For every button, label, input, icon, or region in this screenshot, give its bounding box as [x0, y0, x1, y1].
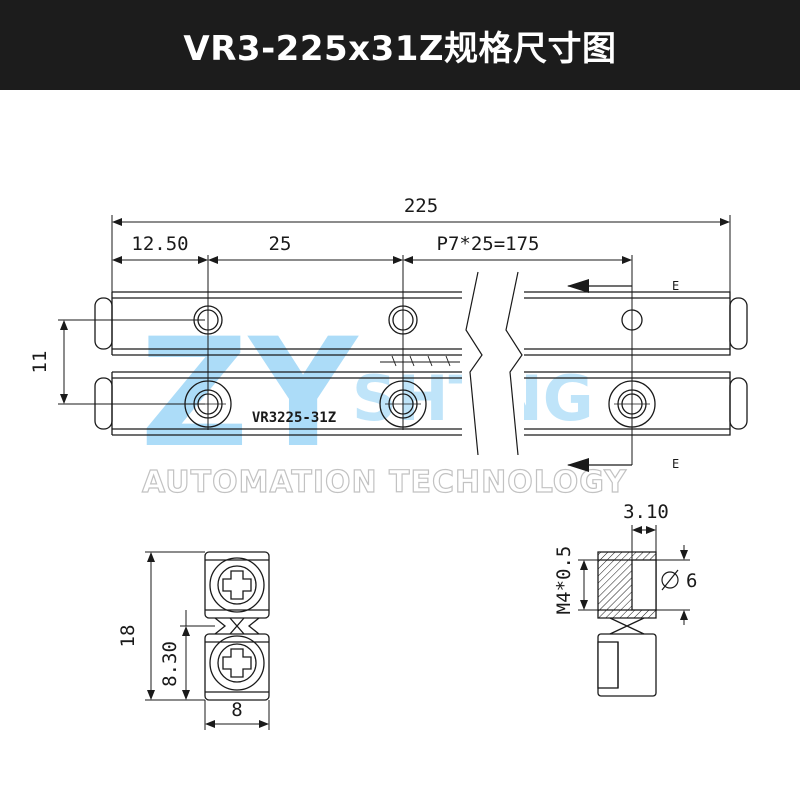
- dim-thread-depth: 3.10: [623, 501, 669, 523]
- break-lines: [462, 271, 524, 462]
- dim-bore-diameter: 6: [686, 570, 697, 592]
- diameter-symbol: [661, 569, 679, 591]
- dim-pitch-series: P7*25=175: [437, 233, 540, 255]
- top-dimensions: [58, 215, 731, 465]
- dim-section-half: 8.30: [159, 641, 181, 687]
- dim-total-length: 225: [404, 195, 438, 217]
- watermark-logo-main: ZY: [140, 307, 360, 481]
- section-view-dimensions: [578, 525, 690, 625]
- end-view-dimensions: [145, 551, 270, 730]
- roller-marks: [380, 355, 460, 367]
- part-marking: VR3225-31Z: [252, 410, 336, 426]
- title-bar: VR3-225x31Z规格尺寸图: [0, 0, 800, 90]
- page-title: VR3-225x31Z规格尺寸图: [183, 28, 617, 69]
- section-view: [597, 551, 657, 697]
- rail-upper: [94, 291, 748, 356]
- watermark: ZY SHTNG AUTOMATION TECHNOLOGY: [140, 307, 627, 501]
- section-mark-top: E: [672, 279, 679, 293]
- dim-section-width: 8: [231, 699, 242, 721]
- dim-rail-pitch-height: 11: [29, 351, 51, 374]
- dim-pitch-first: 25: [269, 233, 292, 255]
- dim-section-height: 18: [117, 625, 139, 648]
- section-mark-bottom: E: [672, 457, 679, 471]
- end-view: [204, 551, 270, 701]
- section-indicators: [567, 279, 633, 472]
- dim-thread-spec: M4*0.5: [553, 546, 575, 615]
- watermark-tagline: AUTOMATION TECHNOLOGY: [142, 465, 627, 500]
- dim-end-offset: 12.50: [131, 233, 188, 255]
